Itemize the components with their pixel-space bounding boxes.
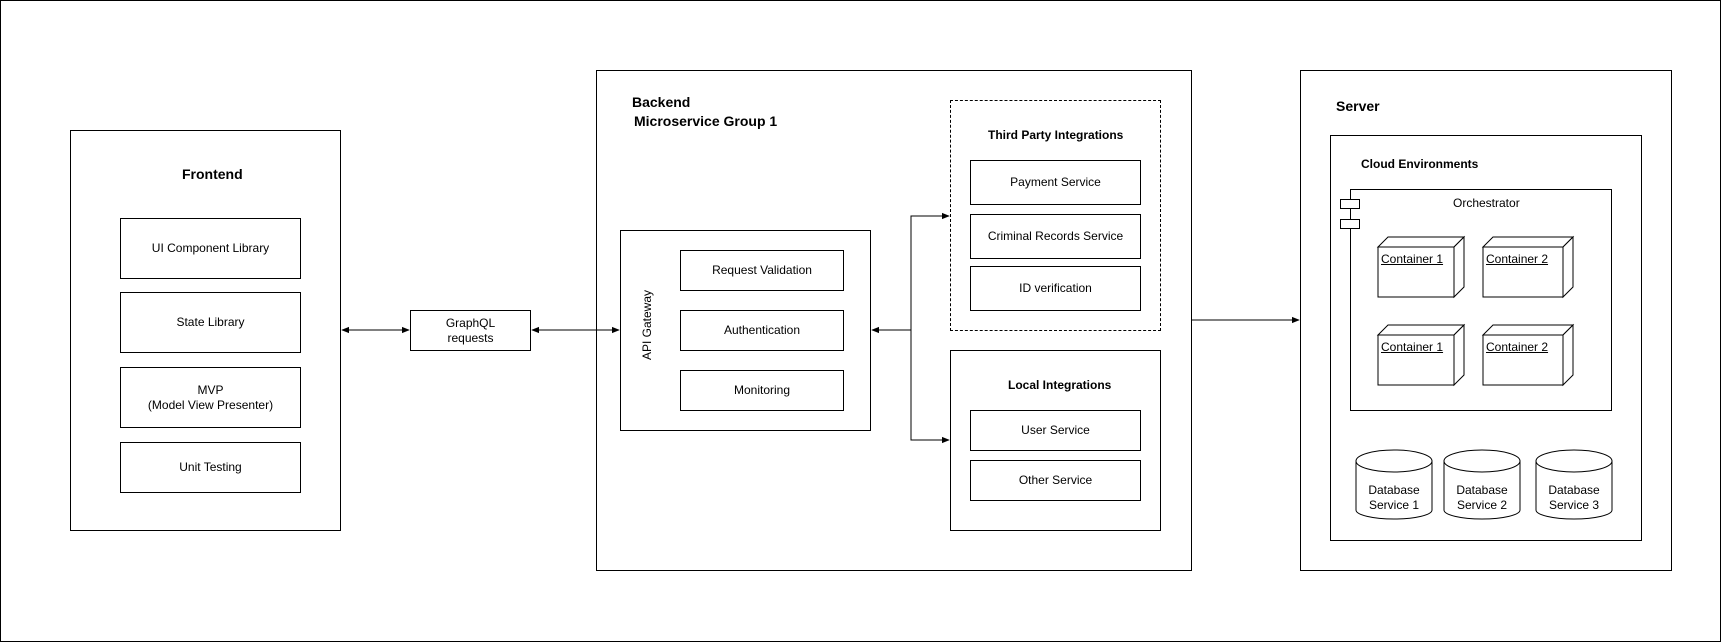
container-node-2 xyxy=(1481,235,1575,299)
container-node-4 xyxy=(1481,323,1575,387)
graphql-requests-box: GraphQL requests xyxy=(410,310,531,351)
third-party-integrations-title: Third Party Integrations xyxy=(988,128,1124,142)
database-cylinder-1 xyxy=(1355,449,1433,520)
orchestrator-label: Orchestrator xyxy=(1453,196,1520,210)
database-label-2: Database Service 2 xyxy=(1456,483,1508,512)
third-party-item-criminal-records-service: Criminal Records Service xyxy=(970,214,1141,259)
arrow-split-local xyxy=(910,330,950,444)
container-node-1 xyxy=(1376,235,1466,299)
orchestrator-port-bottom xyxy=(1340,219,1360,229)
database-cylinder-2 xyxy=(1443,449,1521,520)
orchestrator-port-top xyxy=(1340,199,1360,209)
local-item-other-service: Other Service xyxy=(970,460,1141,501)
database-label-1: Database Service 1 xyxy=(1368,483,1420,512)
frontend-item-unit-testing: Unit Testing xyxy=(120,442,301,493)
backend-subtitle: Microservice Group 1 xyxy=(634,113,778,129)
gateway-item-monitoring: Monitoring xyxy=(680,370,844,411)
container-label-2: Container 2 xyxy=(1486,252,1549,266)
third-party-item-id-verification: ID verification xyxy=(970,266,1141,311)
container-label-3: Container 1 xyxy=(1381,340,1444,354)
database-cylinder-3 xyxy=(1535,449,1613,520)
frontend-item-mvp: MVP (Model View Presenter) xyxy=(120,367,301,428)
container-node-3 xyxy=(1376,323,1466,387)
cloud-environments-title: Cloud Environments xyxy=(1361,157,1479,171)
backend-title: Backend xyxy=(632,94,691,110)
frontend-item-state-library: State Library xyxy=(120,292,301,353)
frontend-title: Frontend xyxy=(182,166,243,182)
local-item-user-service: User Service xyxy=(970,410,1141,451)
third-party-item-payment-service: Payment Service xyxy=(970,160,1141,205)
database-label-3: Database Service 3 xyxy=(1548,483,1600,512)
gateway-item-authentication: Authentication xyxy=(680,310,844,351)
third-party-integrations-group xyxy=(950,100,1161,331)
container-label-4: Container 2 xyxy=(1486,340,1549,354)
gateway-item-request-validation: Request Validation xyxy=(680,250,844,291)
arrow-split-third-party xyxy=(910,212,950,330)
local-integrations-title: Local Integrations xyxy=(1008,378,1112,392)
frontend-item-ui-component-library: UI Component Library xyxy=(120,218,301,279)
container-label-1: Container 1 xyxy=(1381,252,1444,266)
server-title: Server xyxy=(1336,98,1380,114)
